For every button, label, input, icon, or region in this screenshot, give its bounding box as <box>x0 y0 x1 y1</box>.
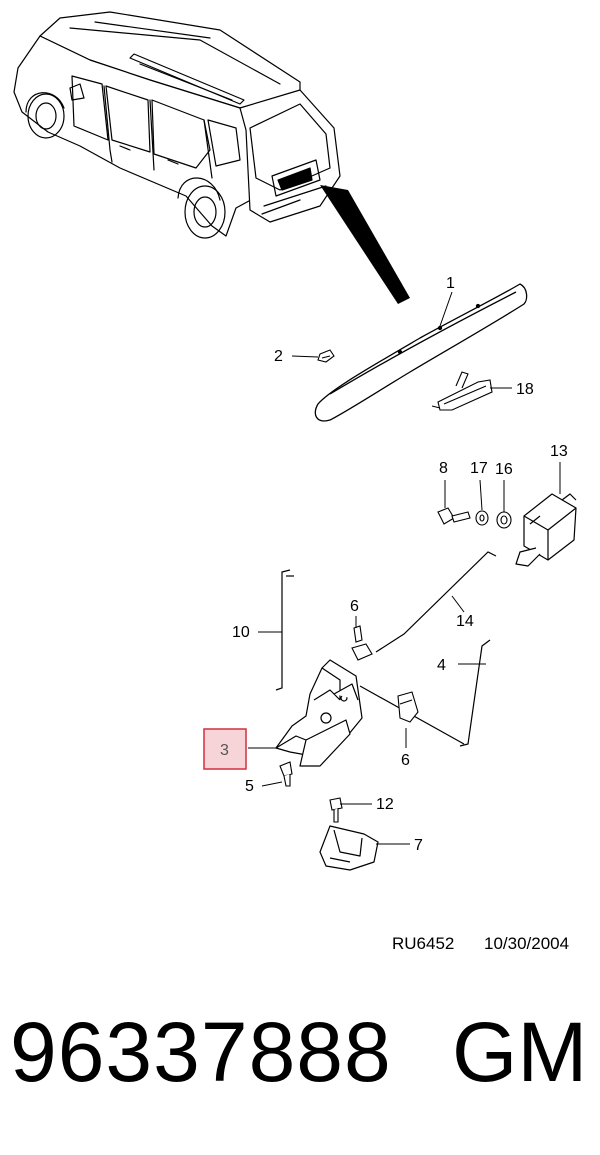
lamp-part-18 <box>431 371 493 411</box>
callout-16: 16 <box>495 461 513 478</box>
spoiler-part-1 <box>314 283 528 422</box>
connector-part-6-upper <box>351 625 373 661</box>
callout-2: 2 <box>274 348 283 365</box>
callout-7: 7 <box>414 837 423 854</box>
latch-assembly-part-3 <box>275 659 363 767</box>
linkage-rods <box>275 551 497 747</box>
callout-17: 17 <box>470 460 488 477</box>
diagram-reference: RU6452 <box>392 934 454 953</box>
actuator-part-13 <box>515 493 577 567</box>
callout-14: 14 <box>456 613 474 630</box>
callout-6-lower: 6 <box>401 752 410 769</box>
callout-1: 1 <box>446 275 455 292</box>
diagram-date: 10/30/2004 <box>484 934 569 953</box>
part-number: 96337888 <box>10 1005 392 1099</box>
vehicle-illustration <box>13 11 341 239</box>
callout-10: 10 <box>232 624 250 641</box>
callout-labels: 1 2 18 8 17 16 13 6 10 14 4 3 6 5 12 7 <box>220 275 568 854</box>
callout-8: 8 <box>439 460 448 477</box>
callout-3: 3 <box>220 742 229 759</box>
nut-part-2 <box>317 349 335 363</box>
callout-18: 18 <box>516 381 534 398</box>
handle-part-7 <box>319 825 379 871</box>
highlight-box <box>203 728 247 770</box>
callout-13: 13 <box>550 443 568 460</box>
callout-4: 4 <box>437 657 446 674</box>
washer-part-17 <box>475 510 489 526</box>
clip-part-6-lower <box>397 691 419 723</box>
callout-6-upper: 6 <box>350 598 359 615</box>
bolt-part-8 <box>437 507 471 525</box>
grommet-part-16 <box>496 511 512 529</box>
callout-12: 12 <box>376 796 394 813</box>
brand-label: GM <box>452 1005 588 1099</box>
screw-part-5 <box>279 761 293 787</box>
callout-5: 5 <box>245 778 254 795</box>
screw-part-12 <box>329 797 343 823</box>
leader-lines <box>248 291 561 845</box>
zoom-pointer <box>320 185 410 304</box>
